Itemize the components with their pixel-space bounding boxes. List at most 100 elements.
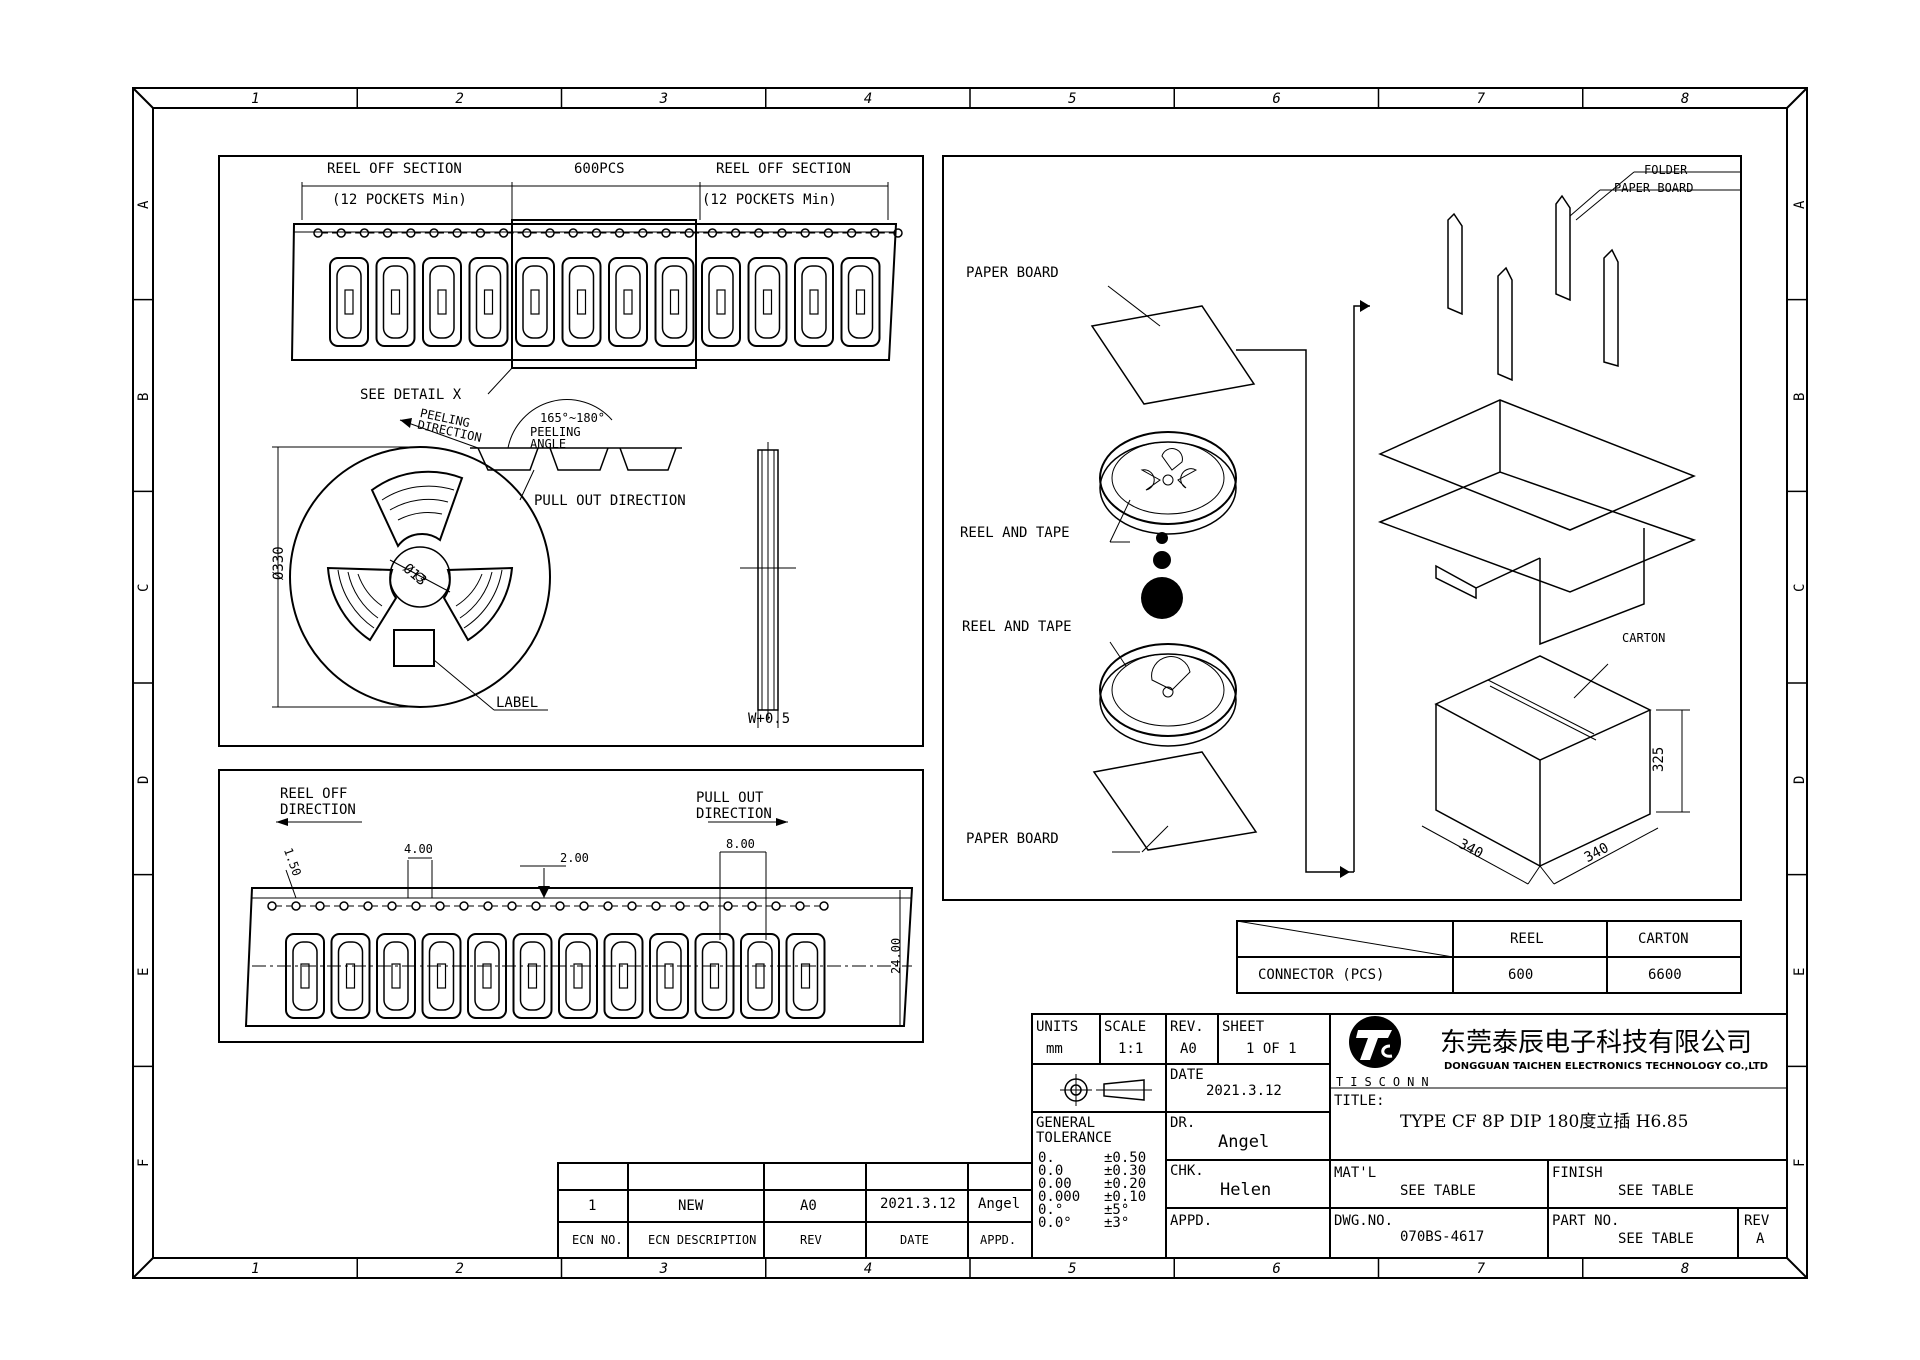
tape-pocket-inner [701,941,728,1011]
tol-1: 0.0 [1038,1163,1064,1179]
tape-pocket-pin [437,289,447,315]
border-row-label: F [136,1158,152,1168]
scale-value: 1:1 [1118,1041,1144,1057]
border-column-label: 2 [455,1261,464,1277]
tape-pocket [558,933,598,1019]
tape-pocket [512,933,553,1019]
sprocket-hole [893,228,903,238]
border-column-label: 5 [1068,91,1077,107]
title-block-grid [557,1013,1788,1259]
qty-table-grid [1236,920,1742,994]
tape-pocket [422,257,462,347]
tape-pocket-inner [383,941,409,1011]
tol-3-val: ±0.10 [1104,1189,1147,1205]
sprocket-hole [336,228,346,238]
finish-label: FINISH [1552,1165,1603,1181]
sprocket-hole [638,228,648,238]
sprocket-hole [498,228,509,238]
reel-off-section-right: REEL OFF SECTION [716,161,851,177]
sprocket-hole [452,228,462,238]
tape-pocket-inner [428,941,455,1011]
tape-pocket-inner [747,941,773,1011]
tape-pocket-pin [664,963,674,989]
tape-pocket-pin [669,289,680,315]
rev-date: 2021.3.12 [880,1196,956,1212]
tape-pocket-pin [530,289,540,315]
peeling-angle-label: PEELING ANGLE [530,425,581,451]
sprocket-hole [359,228,370,238]
tape-pocket-pin [576,289,587,315]
border-row-label: E [136,967,152,976]
border-column-label: 6 [1272,91,1281,107]
tape-pocket-pin [716,289,726,315]
border-column-label: 6 [1272,1261,1281,1277]
tape-pocket [701,257,741,347]
sprocket-hole [315,901,325,911]
dim-800: 8.00 [726,837,755,851]
sprocket-hole [819,901,829,911]
tape-pocket-pin [755,963,765,989]
sprocket-hole [723,901,733,911]
rev-appd: Angel [978,1196,1021,1212]
rev-ecn: 1 [588,1198,597,1214]
qty-header-reel: REEL [1510,931,1544,947]
rev-label: REV. [1170,1019,1204,1035]
tol-1-val: ±0.30 [1104,1163,1147,1179]
tol-0: 0. [1038,1150,1055,1166]
tape-pocket-pin [391,963,401,989]
units-value: mm [1046,1041,1063,1057]
sprocket-hole [507,901,517,911]
sprocket-hole [846,228,857,238]
border-row-label: E [1792,967,1808,976]
pull-out-direction-label-2: PULL OUT DIRECTION [696,790,772,823]
peeling-angle-range: 165°~180° [540,411,606,425]
tol-3: 0.000 [1038,1189,1081,1205]
border-row-label: B [1792,392,1808,401]
reel-panel [218,155,924,747]
tape-pocket-pin [623,289,633,315]
reel-3d-1 [1099,431,1237,525]
tape-pocket-inner [610,941,637,1011]
border-column-label: 5 [1068,1261,1077,1277]
reel-label-box [393,629,435,667]
border-row-label: D [136,775,152,784]
tape-pocket [376,933,416,1019]
closed-carton [1434,655,1652,868]
tape-pocket [561,257,602,347]
sprocket-hole [475,228,486,238]
border-row-label: C [1792,583,1808,593]
tape-pocket-inner [475,265,502,339]
part-label: PART NO. [1552,1213,1620,1229]
tape-pocket [467,933,507,1019]
tape-pocket-inner [661,265,688,339]
dim-200: 2.00 [560,851,589,865]
sprocket-hole [339,901,349,911]
company-name-cn: 东莞泰辰电子科技有限公司 [1440,1028,1753,1058]
folder-paper-board-label: PAPER BOARD [1614,181,1694,195]
detail-x-box [511,219,697,369]
sprocket-hole [795,901,805,911]
tape-pocket-pin [300,963,310,989]
tape-pocket-pin [390,289,401,315]
sprocket-hole [651,901,661,911]
carton-height-dim: 325 [1651,746,1667,772]
border-column-label: 8 [1680,91,1690,107]
sprocket-hole [545,228,555,238]
qty-carton-value: 6600 [1648,967,1682,983]
rev-header-appd: APPD. [980,1233,1017,1247]
tape-pocket-pin [855,289,866,315]
tape-pocket-pin [482,963,492,989]
tape-pocket-inner [615,265,641,339]
reel-dots [1141,532,1183,619]
tape-pocket-inner [429,265,455,339]
open-carton [1377,399,1697,646]
sprocket-hole [382,228,393,238]
tape-pocket [608,257,648,347]
sprocket-hole [435,901,445,911]
reel-diameter-label: Ø330 [271,546,287,580]
reel-off-direction-label: REEL OFF DIRECTION [280,786,356,819]
part-value: SEE TABLE [1618,1231,1694,1247]
sprocket-hole [800,228,810,238]
folder-paper-boards [1447,171,1740,382]
border-column-label: 7 [1476,1261,1486,1277]
